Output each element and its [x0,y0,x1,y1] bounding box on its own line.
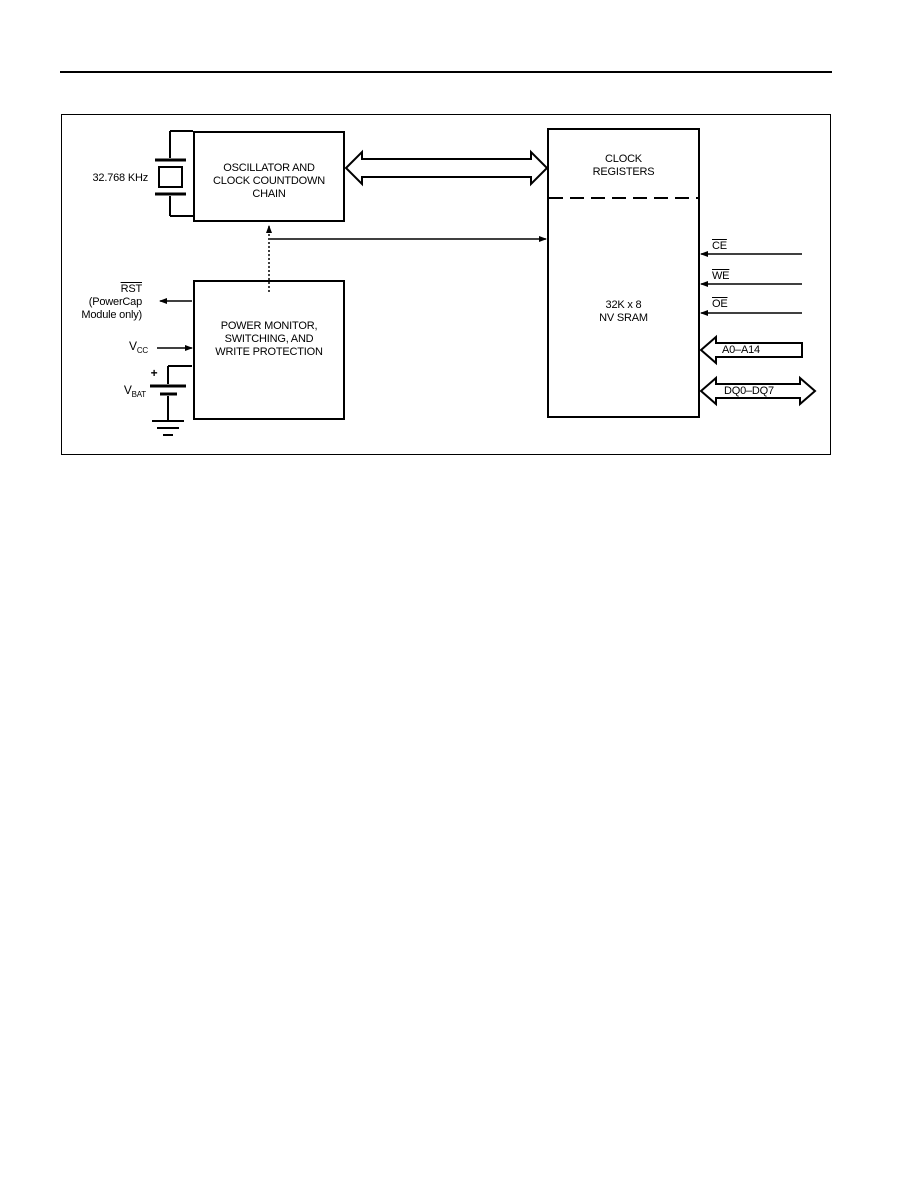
crystal-label: 32.768 KHz [92,172,149,184]
clock-registers-line: CLOCK [605,153,642,165]
battery-icon [150,365,192,420]
rst-note-line: Module only) [81,309,142,321]
we-label: WE [712,270,730,282]
bus-arrow-osc-clock [344,149,549,187]
rst-name: RST [120,283,143,295]
power-label-line: SWITCHING, AND [224,333,314,345]
vcc-main: V [129,339,137,353]
oe-label: OE [712,298,728,310]
sram-label-line: NV SRAM [599,312,648,324]
ce-label: CE [712,240,727,252]
power-label-line: POWER MONITOR, [220,320,318,332]
power-monitor-block [193,280,345,420]
header-rule [60,71,832,73]
vcc-label: VCC [106,340,148,357]
vbat-main: V [123,383,132,397]
diagram-frame [61,114,831,455]
power-monitor-label: POWER MONITOR, SWITCHING, AND WRITE PROT… [193,320,345,359]
power-label-line: WRITE PROTECTION [215,346,323,358]
clock-registers-line: REGISTERS [592,166,655,178]
address-label: A0–A14 [722,344,760,356]
sram-label: 32K x 8 NV SRAM [547,299,700,325]
data-label: DQ0–DQ7 [724,385,774,397]
oscillator-label-line: CLOCK COUNTDOWN [213,175,325,187]
clock-registers-label: CLOCK REGISTERS [547,153,700,179]
oscillator-label-line: CHAIN [252,188,286,200]
oscillator-label: OSCILLATOR AND CLOCK COUNTDOWN CHAIN [193,162,345,201]
oscillator-label-line: OSCILLATOR AND [223,162,315,174]
oscillator-block [193,131,345,222]
rst-label: RST (PowerCap Module only) [66,283,142,322]
ground-icon [152,420,184,436]
address-bus-arrow [699,334,803,366]
memory-block [547,128,700,418]
rst-note-line: (PowerCap [88,296,142,308]
crystal-icon [155,130,193,217]
vbat-label: VBAT [100,384,146,401]
vbat-sub: BAT [131,390,147,399]
vcc-sub: CC [136,346,148,355]
sram-label-line: 32K x 8 [605,299,642,311]
battery-plus: + [150,366,158,380]
data-bus-arrow [699,375,817,407]
